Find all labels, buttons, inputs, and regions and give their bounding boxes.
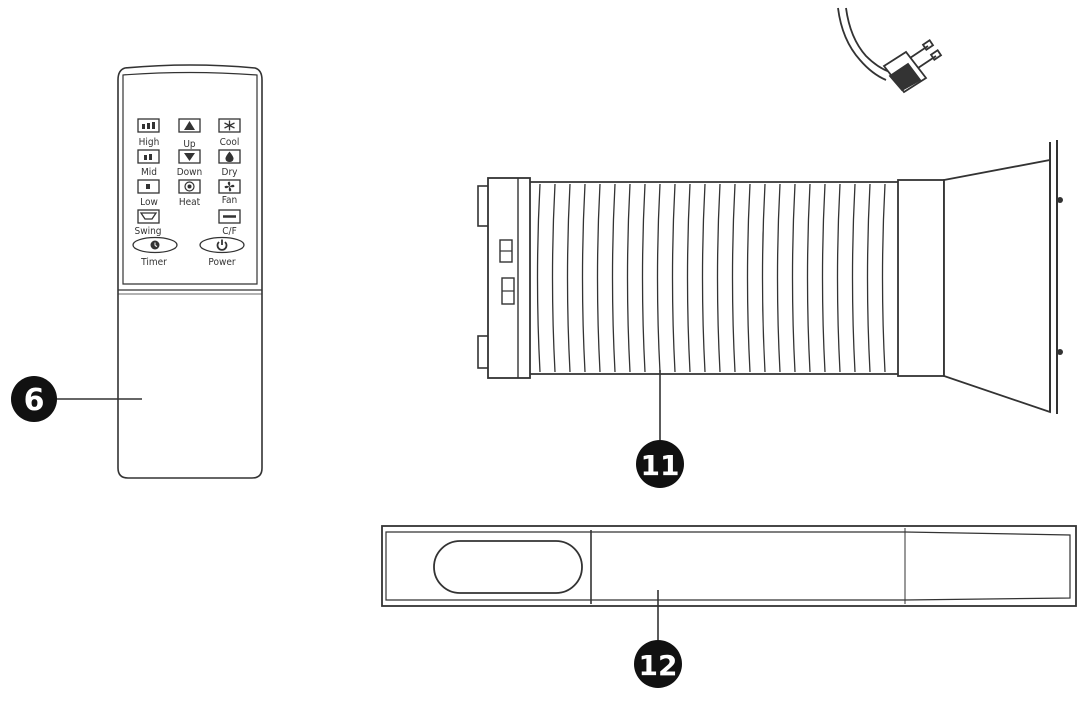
mid-label: Mid bbox=[141, 167, 157, 178]
down-button[interactable]: Down bbox=[177, 149, 203, 178]
cf-button[interactable]: C/F bbox=[218, 209, 241, 237]
swing-button[interactable]: Swing bbox=[135, 209, 162, 237]
cool-button[interactable]: Cool bbox=[218, 118, 241, 148]
timer-button[interactable]: Timer bbox=[132, 236, 178, 269]
down-arrow-icon bbox=[184, 153, 195, 161]
power-plug bbox=[837, 7, 943, 94]
cf-label: C/F bbox=[222, 226, 237, 237]
cool-label: Cool bbox=[220, 137, 240, 148]
fan-icon bbox=[224, 181, 235, 192]
heat-button[interactable]: Heat bbox=[178, 179, 201, 208]
hose-ribs bbox=[536, 183, 886, 373]
timer-label: Timer bbox=[140, 257, 167, 268]
power-label: Power bbox=[208, 257, 235, 268]
power-icon bbox=[216, 239, 228, 251]
swing-label: Swing bbox=[135, 226, 162, 237]
remote-control: High Up Cool Mid Down bbox=[117, 64, 263, 479]
up-arrow-icon bbox=[184, 121, 195, 130]
up-button[interactable]: Up bbox=[178, 118, 201, 150]
high-label: High bbox=[139, 137, 160, 148]
clock-icon bbox=[150, 240, 160, 250]
heat-label: Heat bbox=[179, 197, 201, 208]
callout-6: 6 bbox=[11, 376, 142, 422]
callout-11-number: 11 bbox=[641, 449, 680, 482]
fan-button[interactable]: Fan bbox=[218, 179, 241, 206]
callout-6-number: 6 bbox=[24, 383, 45, 418]
exhaust-hose bbox=[477, 140, 1063, 414]
window-slider-kit bbox=[381, 525, 1077, 607]
sun-icon bbox=[184, 181, 195, 192]
callout-12-number: 12 bbox=[639, 649, 678, 682]
callout-11: 11 bbox=[636, 370, 684, 488]
up-label: Up bbox=[183, 139, 196, 150]
swing-icon bbox=[139, 212, 158, 220]
droplet-icon bbox=[225, 151, 234, 162]
high-button[interactable]: High bbox=[137, 118, 160, 148]
hose-opening bbox=[433, 540, 583, 594]
mid-button[interactable]: Mid bbox=[137, 149, 160, 178]
snowflake-icon bbox=[224, 120, 235, 131]
dry-label: Dry bbox=[222, 167, 239, 178]
power-button[interactable]: Power bbox=[199, 236, 245, 269]
low-button[interactable]: Low bbox=[137, 179, 160, 208]
down-label: Down bbox=[177, 167, 203, 178]
fan-label: Fan bbox=[222, 195, 237, 206]
dry-button[interactable]: Dry bbox=[218, 149, 241, 178]
low-label: Low bbox=[140, 197, 158, 208]
callout-12: 12 bbox=[634, 590, 682, 688]
